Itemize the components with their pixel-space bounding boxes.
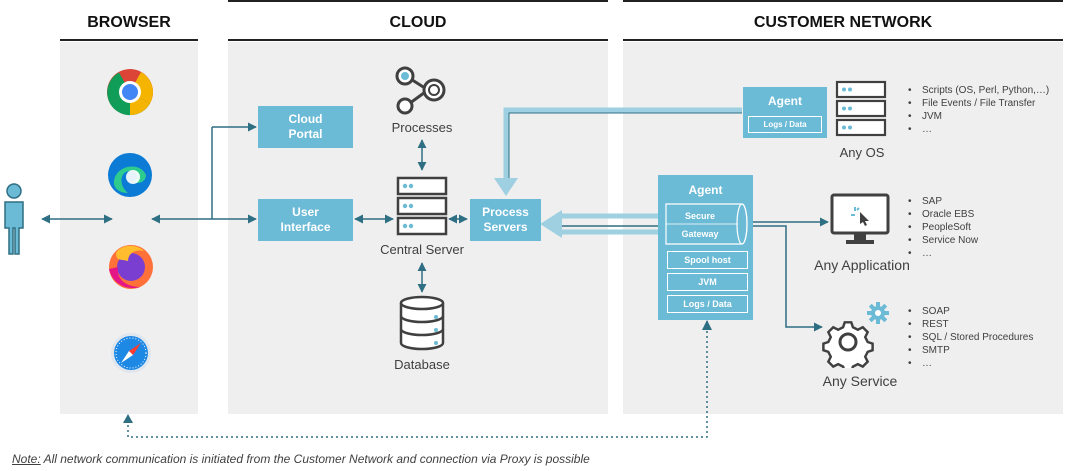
list-item: Oracle EBS <box>908 208 978 221</box>
any-os-label: Any OS <box>839 145 885 160</box>
agent-os-title: Agent <box>768 94 802 108</box>
cloud-header: CLOUD <box>389 14 447 31</box>
monitor-icon <box>830 193 890 244</box>
logs-data-box: Logs / Data <box>667 295 748 313</box>
browser-header: BROWSER <box>87 14 171 31</box>
secure-gateway-cylinder <box>665 203 748 245</box>
list-item: PeopleSoft <box>908 221 978 234</box>
cloud-portal-box[interactable]: Cloud Portal <box>258 106 353 148</box>
list-item: SOAP <box>908 305 1033 318</box>
database-label: Database <box>394 357 450 372</box>
list-item: … <box>908 357 1033 370</box>
header-bottom-line-customer <box>623 39 1063 41</box>
jvm-box: JVM <box>667 273 748 291</box>
agent-gateway-title: Agent <box>688 183 723 197</box>
customer-network-header: CUSTOMER NETWORK <box>753 14 933 31</box>
footnote: Note: All network communication is initi… <box>12 452 590 466</box>
safari-icon[interactable] <box>110 332 152 374</box>
list-item: REST <box>908 318 1033 331</box>
database-icon <box>399 295 445 351</box>
any-application-label: Any Application <box>814 257 910 273</box>
spool-host-box: Spool host <box>667 251 748 269</box>
list-item: SAP <box>908 195 978 208</box>
header-bottom-line-cloud <box>228 39 608 41</box>
list-item: Scripts (OS, Perl, Python,…) <box>908 84 1049 97</box>
any-service-label: Any Service <box>822 373 898 389</box>
firefox-icon[interactable] <box>106 243 156 291</box>
chrome-icon[interactable] <box>106 68 154 116</box>
gateway-label: Gateway <box>681 229 719 239</box>
any-service-list: SOAP REST SQL / Stored Procedures SMTP … <box>908 305 1033 370</box>
header-bottom-line-browser <box>60 39 198 41</box>
agent-os-logs-data: Logs / Data <box>748 116 822 133</box>
central-server-icon <box>396 176 448 236</box>
secure-label: Secure <box>684 211 716 221</box>
list-item: JVM <box>908 110 1049 123</box>
agent-gateway-box[interactable]: Agent Secure Gateway Spool host JVM Logs… <box>658 175 753 320</box>
any-os-list: Scripts (OS, Perl, Python,…) File Events… <box>908 84 1049 136</box>
list-item: … <box>908 247 978 260</box>
agent-os-box[interactable]: Agent Logs / Data <box>743 87 827 138</box>
any-application-list: SAP Oracle EBS PeopleSoft Service Now … <box>908 195 978 260</box>
any-os-server-icon <box>835 80 887 137</box>
list-item: SQL / Stored Procedures <box>908 331 1033 344</box>
footnote-text: All network communication is initiated f… <box>40 452 590 466</box>
edge-icon[interactable] <box>106 151 154 199</box>
list-item: … <box>908 123 1049 136</box>
process-servers-box[interactable]: Process Servers <box>470 199 541 241</box>
processes-icon <box>395 66 446 115</box>
footnote-prefix: Note: <box>12 452 41 466</box>
list-item: Service Now <box>908 234 978 247</box>
gear-icon <box>822 302 889 368</box>
header-top-line-customer <box>623 0 1063 2</box>
processes-label: Processes <box>391 120 453 135</box>
user-interface-box[interactable]: User Interface <box>258 199 353 241</box>
list-item: File Events / File Transfer <box>908 97 1049 110</box>
header-top-line-cloud <box>228 0 608 2</box>
list-item: SMTP <box>908 344 1033 357</box>
user-person-icon <box>4 183 24 255</box>
central-server-label: Central Server <box>380 242 464 257</box>
